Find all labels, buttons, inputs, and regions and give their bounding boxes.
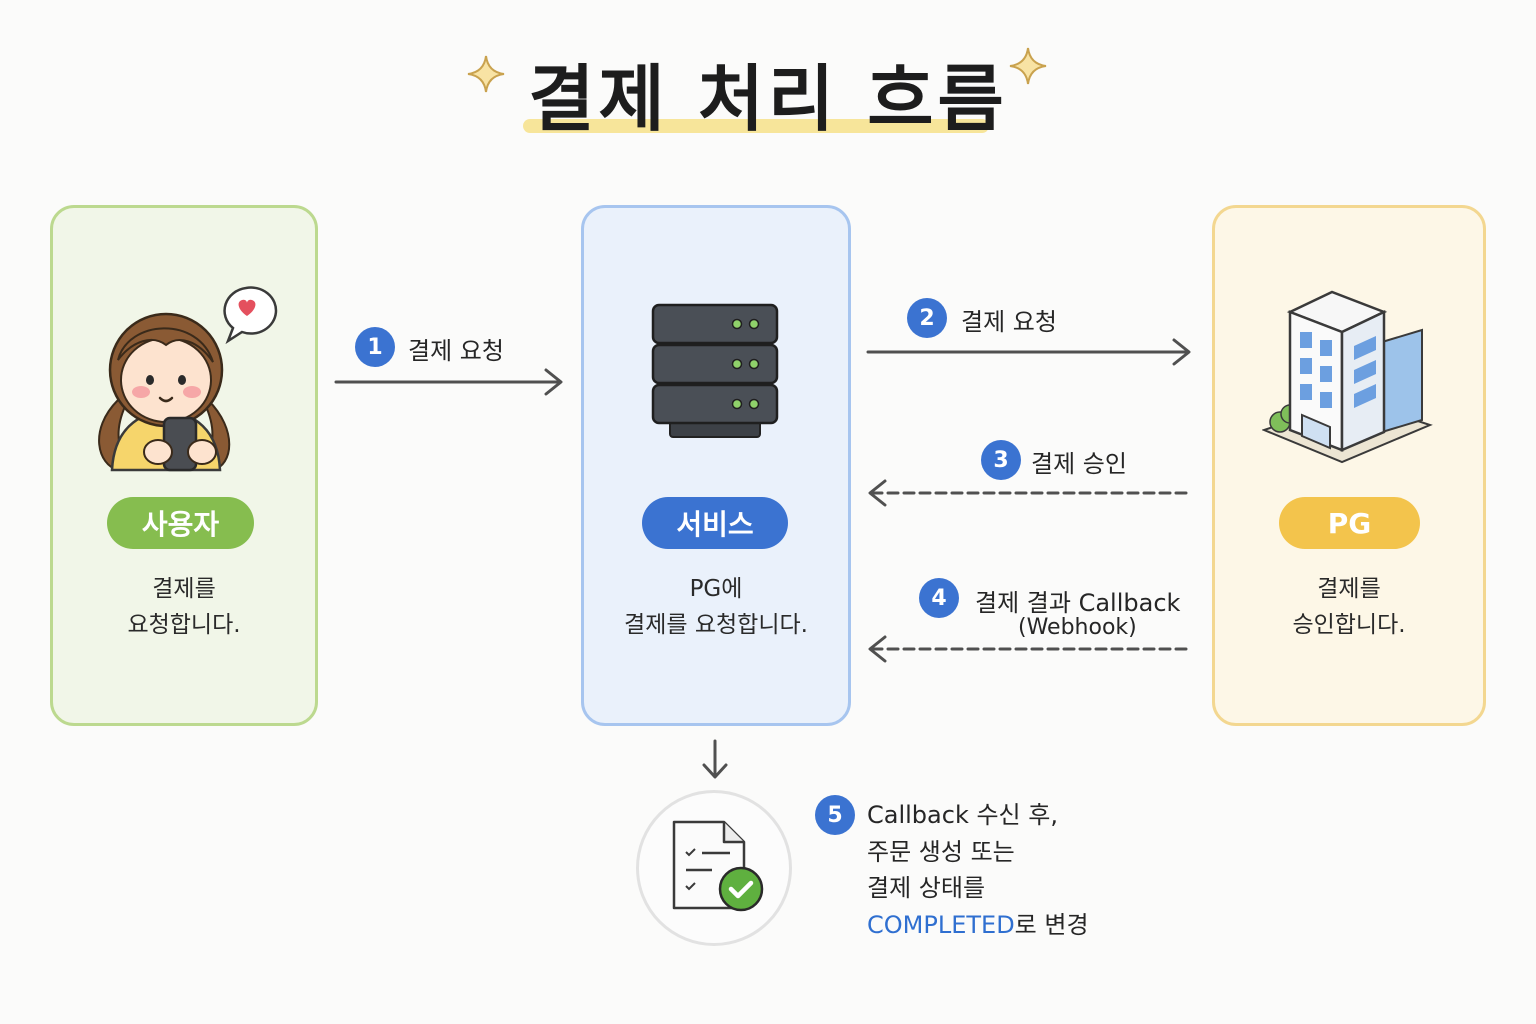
step5-line3: 결제 상태를 (867, 874, 986, 902)
step4-sublabel: (Webhook) (1018, 615, 1137, 640)
arrow-step3 (868, 479, 1192, 507)
step4-label: 결제 결과 Callback (975, 589, 1181, 617)
service-label: 서비스 (642, 497, 788, 549)
step4-badge: 4 (919, 578, 959, 618)
page-title: 결제 처리 흐름 (528, 57, 1008, 141)
step3-label: 결제 승인 (1031, 450, 1127, 478)
step3-badge: 3 (981, 440, 1021, 480)
step1-label: 결제 요청 (408, 337, 504, 365)
arrow-step2 (866, 338, 1191, 366)
step5-line1: Callback 수신 후, (867, 801, 1058, 829)
step5-badge: 5 (815, 795, 855, 835)
document-check-icon (672, 820, 764, 912)
step2-label: 결제 요청 (961, 308, 1057, 336)
step2-badge: 2 (907, 298, 947, 338)
user-label: 사용자 (107, 497, 254, 549)
completed-status: COMPLETED (867, 910, 1015, 939)
service-description: PG에 결제를 요청합니다. (581, 571, 851, 643)
sparkle-icon (467, 55, 505, 93)
service-desc-line2: 결제를 요청합니다. (624, 612, 808, 638)
user-desc-line2: 요청합니다. (127, 612, 241, 638)
title-highlight (523, 119, 989, 133)
arrow-step5 (702, 739, 728, 779)
pg-card (1212, 205, 1486, 726)
user-description: 결제를 요청합니다. (50, 571, 318, 643)
pg-label: PG (1279, 497, 1420, 549)
service-card (581, 205, 851, 726)
step5-line2: 주문 생성 또는 (867, 837, 1015, 866)
service-desc-line1: PG에 (689, 576, 743, 602)
user-desc-line1: 결제를 (152, 576, 216, 602)
arrow-step4 (868, 635, 1192, 663)
pg-description: 결제를 승인합니다. (1212, 571, 1486, 643)
step5-line4-suffix: 로 변경 (1014, 910, 1089, 939)
step1-badge: 1 (355, 327, 395, 367)
arrow-step1 (334, 368, 563, 396)
pg-desc-line1: 결제를 (1317, 576, 1381, 602)
step5-line4: COMPLETED로 변경 (867, 907, 1089, 944)
server-icon (651, 303, 779, 438)
user-with-phone-icon (98, 286, 278, 472)
building-icon (1262, 290, 1433, 464)
step5-description: Callback 수신 후, 주문 생성 또는 결제 상태를 COMPLETED… (867, 797, 1089, 943)
pg-desc-line2: 승인합니다. (1292, 612, 1406, 638)
sparkle-icon (1009, 47, 1047, 85)
